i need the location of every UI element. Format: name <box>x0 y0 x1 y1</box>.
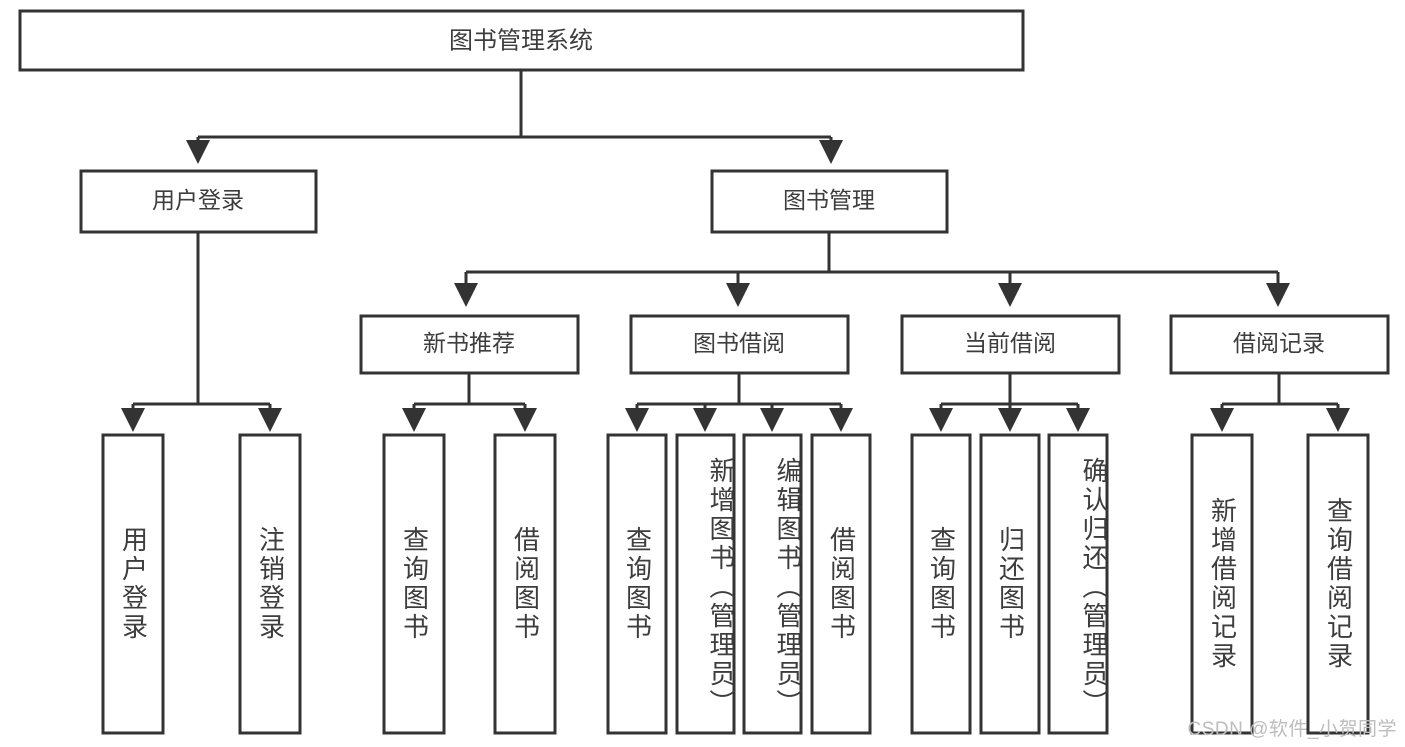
leaf-box-br-query[interactable] <box>1306 433 1370 735</box>
leaf-box-nb-borrow[interactable] <box>493 433 557 735</box>
leaf-box-br-add[interactable] <box>1190 433 1254 735</box>
node-new-book-label: 新书推荐 <box>423 330 515 356</box>
node-current-borrow-label: 当前借阅 <box>964 330 1056 356</box>
node-new-book-box <box>359 314 580 375</box>
node-book-borrow[interactable]: 图书借阅 <box>629 314 850 375</box>
node-user-login-label: 用户登录 <box>152 187 244 213</box>
leaf-box-bb-borrow[interactable] <box>810 433 872 735</box>
leaf-box-cb-return[interactable] <box>979 433 1041 735</box>
node-borrow-record-label: 借阅记录 <box>1233 330 1325 356</box>
node-book-manage[interactable]: 图书管理 <box>710 169 949 234</box>
node-book-borrow-label: 图书借阅 <box>693 330 785 356</box>
leaf-box-cb-query[interactable] <box>910 433 972 735</box>
node-root-label: 图书管理系统 <box>449 27 593 54</box>
node-user-login[interactable]: 用户登录 <box>79 169 318 234</box>
node-root-system[interactable]: 图书管理系统 <box>18 9 1025 72</box>
leaf-box-user-login[interactable] <box>101 433 165 735</box>
leaf-box-bb-edit[interactable] <box>742 433 803 735</box>
leaf-box-bb-query[interactable] <box>606 433 668 735</box>
csdn-watermark: CSDN @软件_小贺同学 <box>1187 719 1397 740</box>
node-book-manage-label: 图书管理 <box>783 187 875 213</box>
node-book-manage-box <box>710 169 949 234</box>
node-current-borrow[interactable]: 当前借阅 <box>900 314 1121 375</box>
node-borrow-record-box <box>1169 314 1390 375</box>
leaf-box-bb-add[interactable] <box>675 433 736 735</box>
leaf-box-logout[interactable] <box>238 433 302 735</box>
node-current-borrow-box <box>900 314 1121 375</box>
node-new-book-recommend[interactable]: 新书推荐 <box>359 314 580 375</box>
node-book-borrow-box <box>629 314 850 375</box>
node-root-box <box>18 9 1025 72</box>
leaf-box-nb-query[interactable] <box>382 433 446 735</box>
leaf-box-cb-confirm[interactable] <box>1047 433 1109 735</box>
node-borrow-record[interactable]: 借阅记录 <box>1169 314 1390 375</box>
